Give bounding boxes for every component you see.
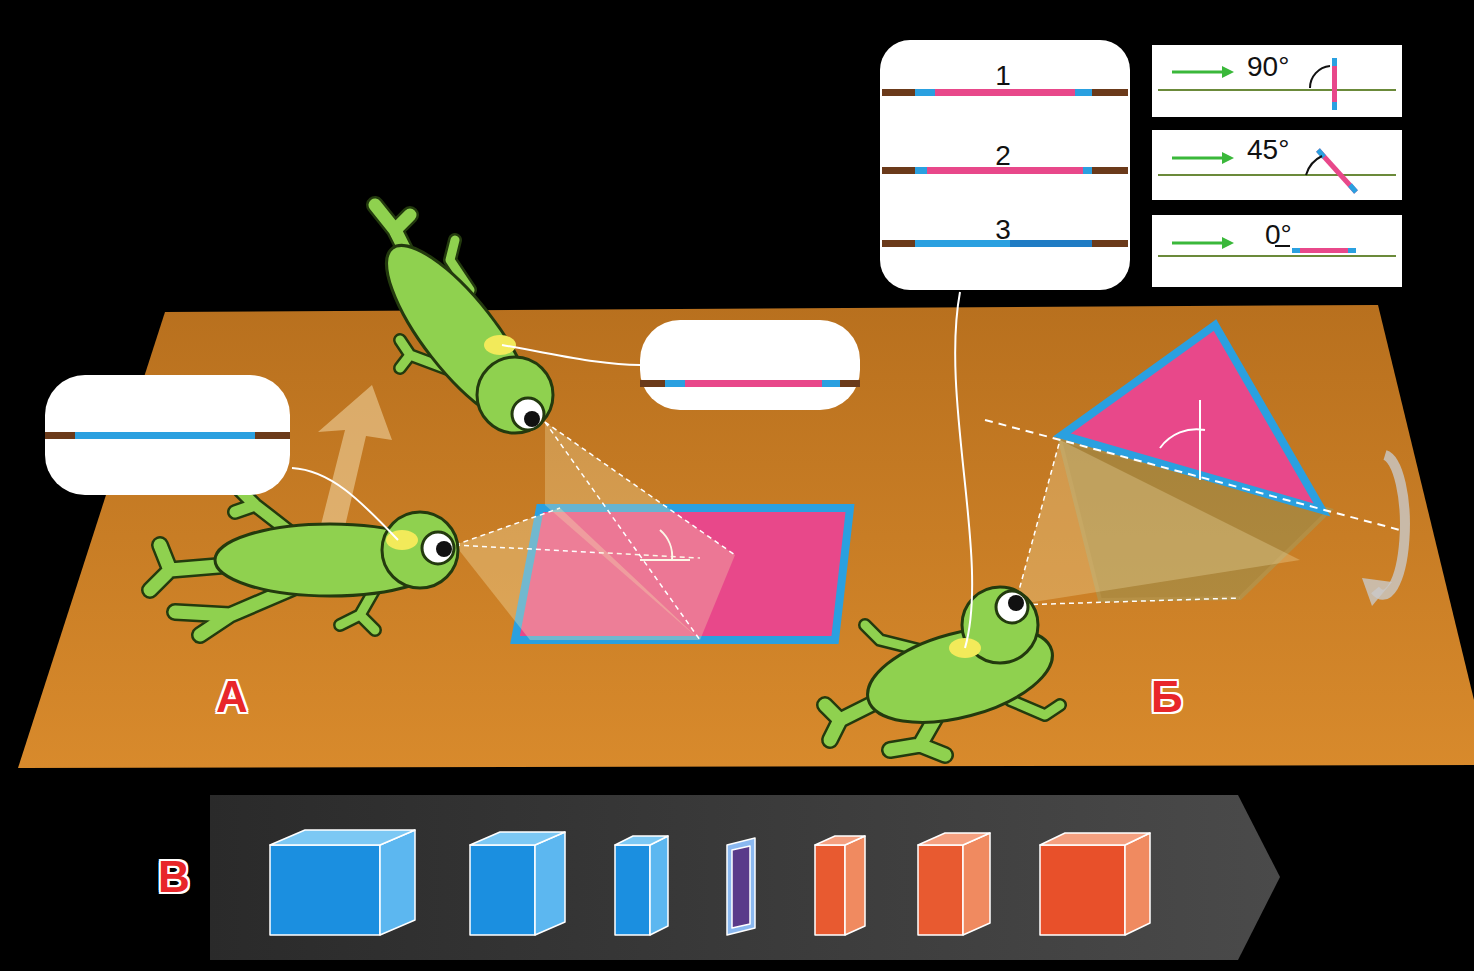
- callout-number: 1: [995, 62, 1011, 90]
- view-bubble: [45, 375, 290, 495]
- sequence-arrow: [210, 795, 1280, 960]
- angle-value: 90°: [1247, 53, 1289, 81]
- frog: [825, 587, 1063, 755]
- leader-line: [292, 468, 398, 540]
- angle-mark: [1160, 400, 1205, 480]
- figure-letter: А: [216, 675, 248, 719]
- view-callout: [880, 40, 1130, 290]
- flat-plane: [18, 305, 1474, 768]
- figure-letter: Б: [1151, 675, 1183, 719]
- leader-line: [502, 345, 640, 365]
- vision-cone: [545, 422, 735, 640]
- angle-box: 0°: [1152, 215, 1402, 287]
- frog: [364, 205, 556, 444]
- leader-line: [955, 292, 972, 648]
- angle-box: 90°: [1152, 45, 1402, 117]
- angle-panel: [1152, 130, 1402, 200]
- angle-value: 45°: [1247, 136, 1289, 164]
- angle-panel: [1152, 45, 1402, 117]
- view-callout-box: 1 2 3: [880, 40, 1130, 290]
- callout-number: 3: [995, 216, 1011, 244]
- angle-box: 45°: [1152, 130, 1402, 200]
- frog: [150, 490, 458, 635]
- angle-value: 0°: [1265, 221, 1292, 249]
- angle-panel: [1152, 215, 1402, 287]
- callout-number: 2: [995, 142, 1011, 170]
- rotation-arrow: [1375, 455, 1405, 595]
- figure-letter: В: [158, 855, 190, 899]
- cube-sequence: [270, 830, 1150, 935]
- vision-cone: [1015, 440, 1300, 605]
- view-bubble: [640, 320, 860, 410]
